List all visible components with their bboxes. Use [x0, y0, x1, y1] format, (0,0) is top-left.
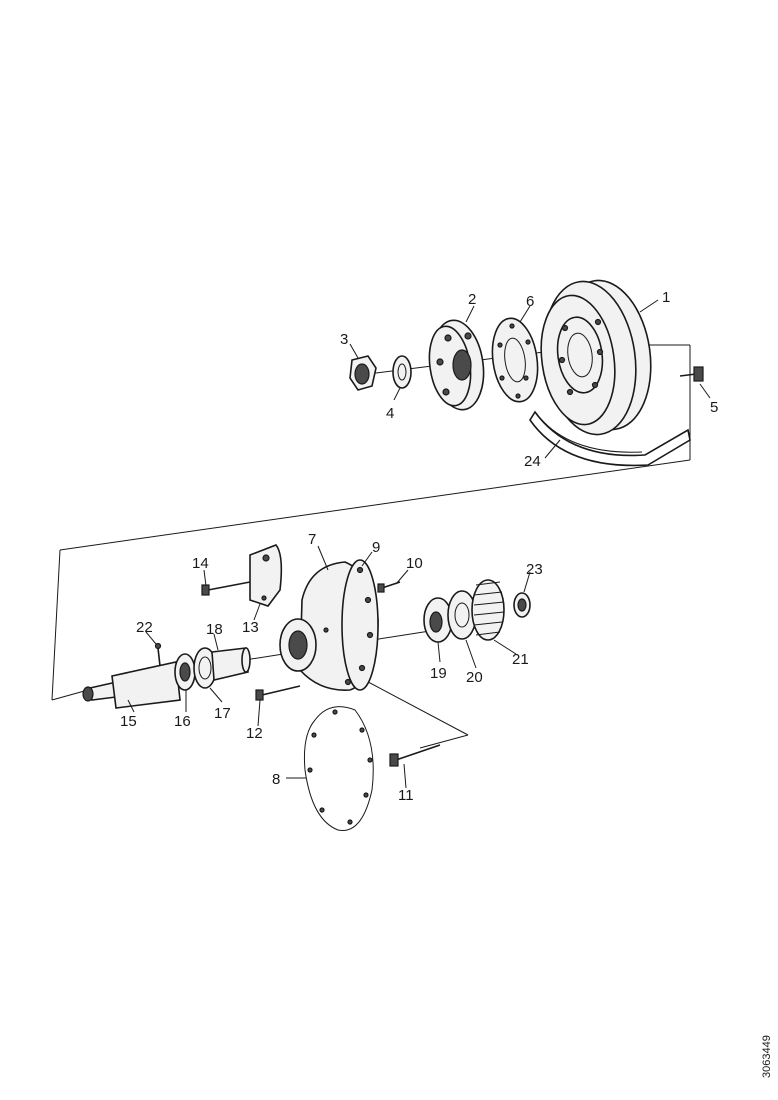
wheel-hub — [428, 319, 485, 411]
callout-15: 15 — [120, 713, 137, 730]
drum-bolt — [679, 366, 704, 382]
callout-4: 4 — [386, 405, 394, 422]
callout-21: 21 — [512, 651, 529, 668]
callout-1: 1 — [662, 289, 670, 306]
callout-12: 12 — [246, 725, 263, 742]
callout-17: 17 — [214, 705, 231, 722]
brake-drum — [540, 279, 652, 436]
callout-20: 20 — [466, 669, 483, 686]
bearing-cone — [447, 590, 477, 640]
callout-18: 18 — [206, 621, 223, 638]
spacer-sleeve — [211, 647, 251, 681]
hub-nut — [349, 355, 377, 391]
drive-gear — [471, 579, 505, 641]
axle-housing — [279, 559, 379, 691]
callout-24: 24 — [524, 453, 541, 470]
callout-11: 11 — [398, 787, 414, 804]
washer — [392, 355, 412, 389]
callout-6: 6 — [526, 293, 534, 310]
shaft-seal — [174, 653, 196, 691]
callout-13: 13 — [242, 619, 259, 636]
callout-16: 16 — [174, 713, 191, 730]
brake-lining — [529, 410, 691, 467]
mounting-bracket — [249, 544, 283, 607]
thrust-washer — [513, 592, 531, 618]
axle-shaft — [82, 661, 181, 709]
callout-10: 10 — [406, 555, 423, 572]
callout-2: 2 — [468, 291, 476, 308]
callout-3: 3 — [340, 331, 348, 348]
callout-8: 8 — [272, 771, 280, 788]
callout-9: 9 — [372, 539, 380, 556]
bearing-cup — [423, 597, 453, 643]
callout-23: 23 — [526, 561, 543, 578]
leader-lines — [127, 299, 711, 789]
hub-flange-ring — [491, 317, 539, 403]
grease-screw — [154, 642, 162, 667]
callout-labels: 1 2 3 4 5 6 7 8 9 10 11 12 13 14 15 16 1… — [120, 289, 718, 804]
callout-7: 7 — [308, 531, 316, 548]
callout-19: 19 — [430, 665, 447, 682]
callout-14: 14 — [192, 555, 209, 572]
bracket-bolt — [201, 581, 251, 596]
housing-bolt — [255, 685, 301, 701]
housing-gasket — [304, 706, 374, 831]
callout-22: 22 — [136, 619, 153, 636]
callout-5: 5 — [710, 399, 718, 416]
long-bolt — [389, 744, 441, 767]
reference-code: 3063449 — [761, 1035, 773, 1078]
